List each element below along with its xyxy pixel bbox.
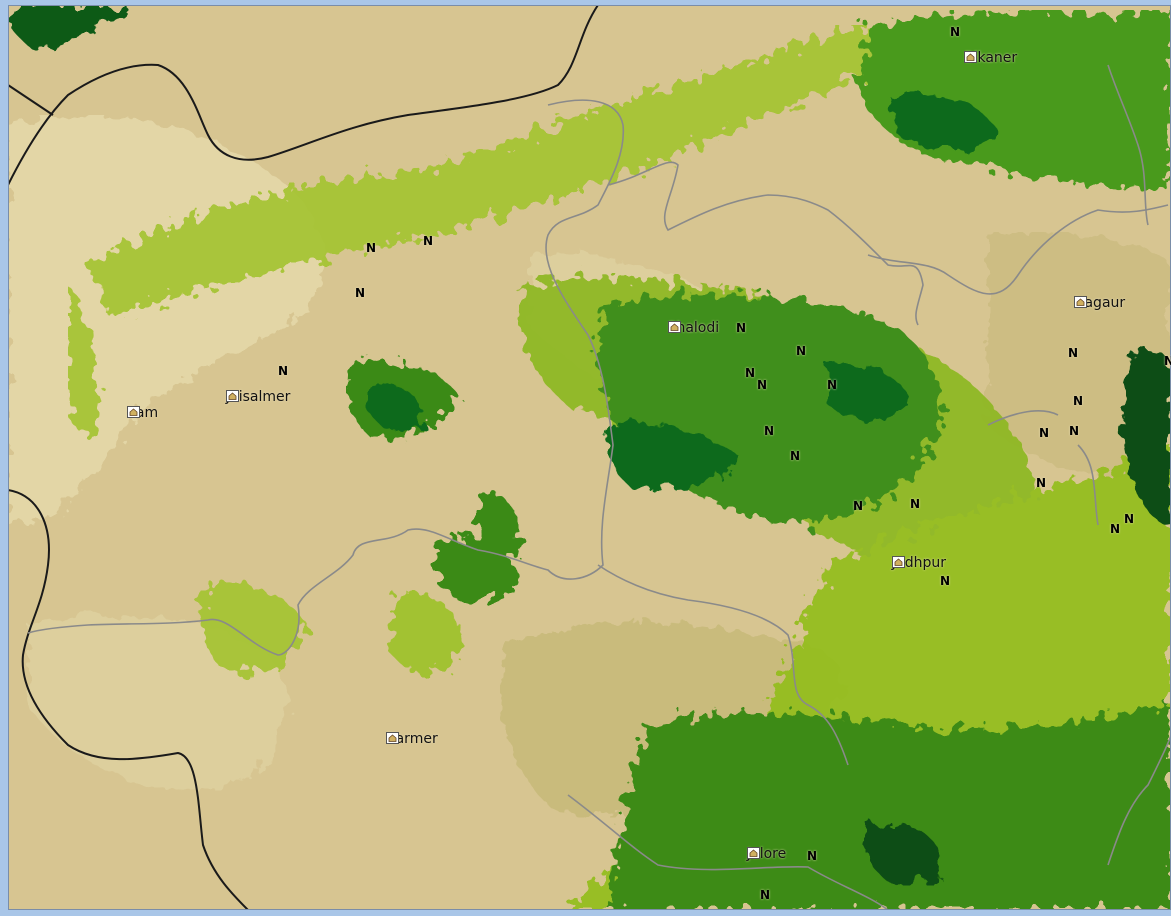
marker-n[interactable]: N [853, 499, 864, 513]
town-label: Jaisalmer [226, 389, 291, 405]
house-icon [892, 556, 905, 568]
marker-n[interactable]: N [355, 286, 366, 300]
marker-n[interactable]: N [1124, 512, 1135, 526]
marker-n[interactable]: N [1068, 346, 1079, 360]
map-layers [8, 5, 1171, 910]
marker-n[interactable]: N [736, 321, 747, 335]
marker-n[interactable]: N [1039, 426, 1050, 440]
marker-n[interactable]: N [757, 378, 768, 392]
marker-n[interactable]: N [1036, 476, 1047, 490]
marker-n[interactable]: N [745, 366, 756, 380]
town-barmer[interactable]: Barmer [386, 731, 438, 747]
town-jodhpur[interactable]: Jodhpur [892, 555, 946, 571]
house-icon [386, 732, 399, 744]
house-icon [1074, 296, 1087, 308]
marker-n[interactable]: N [1073, 394, 1084, 408]
marker-n[interactable]: N [940, 574, 951, 588]
town-sam[interactable]: Sam [127, 405, 158, 421]
marker-n[interactable]: N [764, 424, 775, 438]
marker-n[interactable]: N [950, 25, 961, 39]
vegetation-dark [8, 5, 1171, 886]
town-label: Jodhpur [892, 555, 946, 571]
marker-n[interactable]: N [366, 241, 377, 255]
town-jaisalmer[interactable]: Jaisalmer [226, 389, 290, 405]
town-phalodi[interactable]: Phalodi [668, 320, 719, 336]
marker-n[interactable]: N [423, 234, 434, 248]
house-icon [964, 51, 977, 63]
house-icon [226, 390, 239, 402]
marker-n[interactable]: N [910, 497, 921, 511]
town-bikaner[interactable]: Bikaner [964, 50, 1017, 66]
marker-n[interactable]: N [278, 364, 289, 378]
marker-n[interactable]: N [1110, 522, 1121, 536]
marker-n[interactable]: N [1069, 424, 1080, 438]
map-canvas[interactable]: Bikaner Nagaur Phalodi Jaisalmer Sam Jod… [8, 5, 1171, 910]
marker-n[interactable]: N [760, 888, 771, 902]
minor-boundaries [27, 64, 1171, 910]
marker-n[interactable]: N [796, 344, 807, 358]
house-icon [668, 321, 681, 333]
house-icon [127, 406, 140, 418]
marker-n[interactable]: N [807, 849, 818, 863]
marker-n[interactable]: N [1164, 354, 1171, 368]
town-jalore[interactable]: Jalore [747, 846, 786, 862]
major-boundaries [8, 5, 599, 910]
town-label: Bikaner [964, 50, 1018, 66]
marker-n[interactable]: N [790, 449, 801, 463]
house-icon [747, 847, 760, 859]
marker-n[interactable]: N [827, 378, 838, 392]
town-nagaur[interactable]: Nagaur [1074, 295, 1125, 311]
